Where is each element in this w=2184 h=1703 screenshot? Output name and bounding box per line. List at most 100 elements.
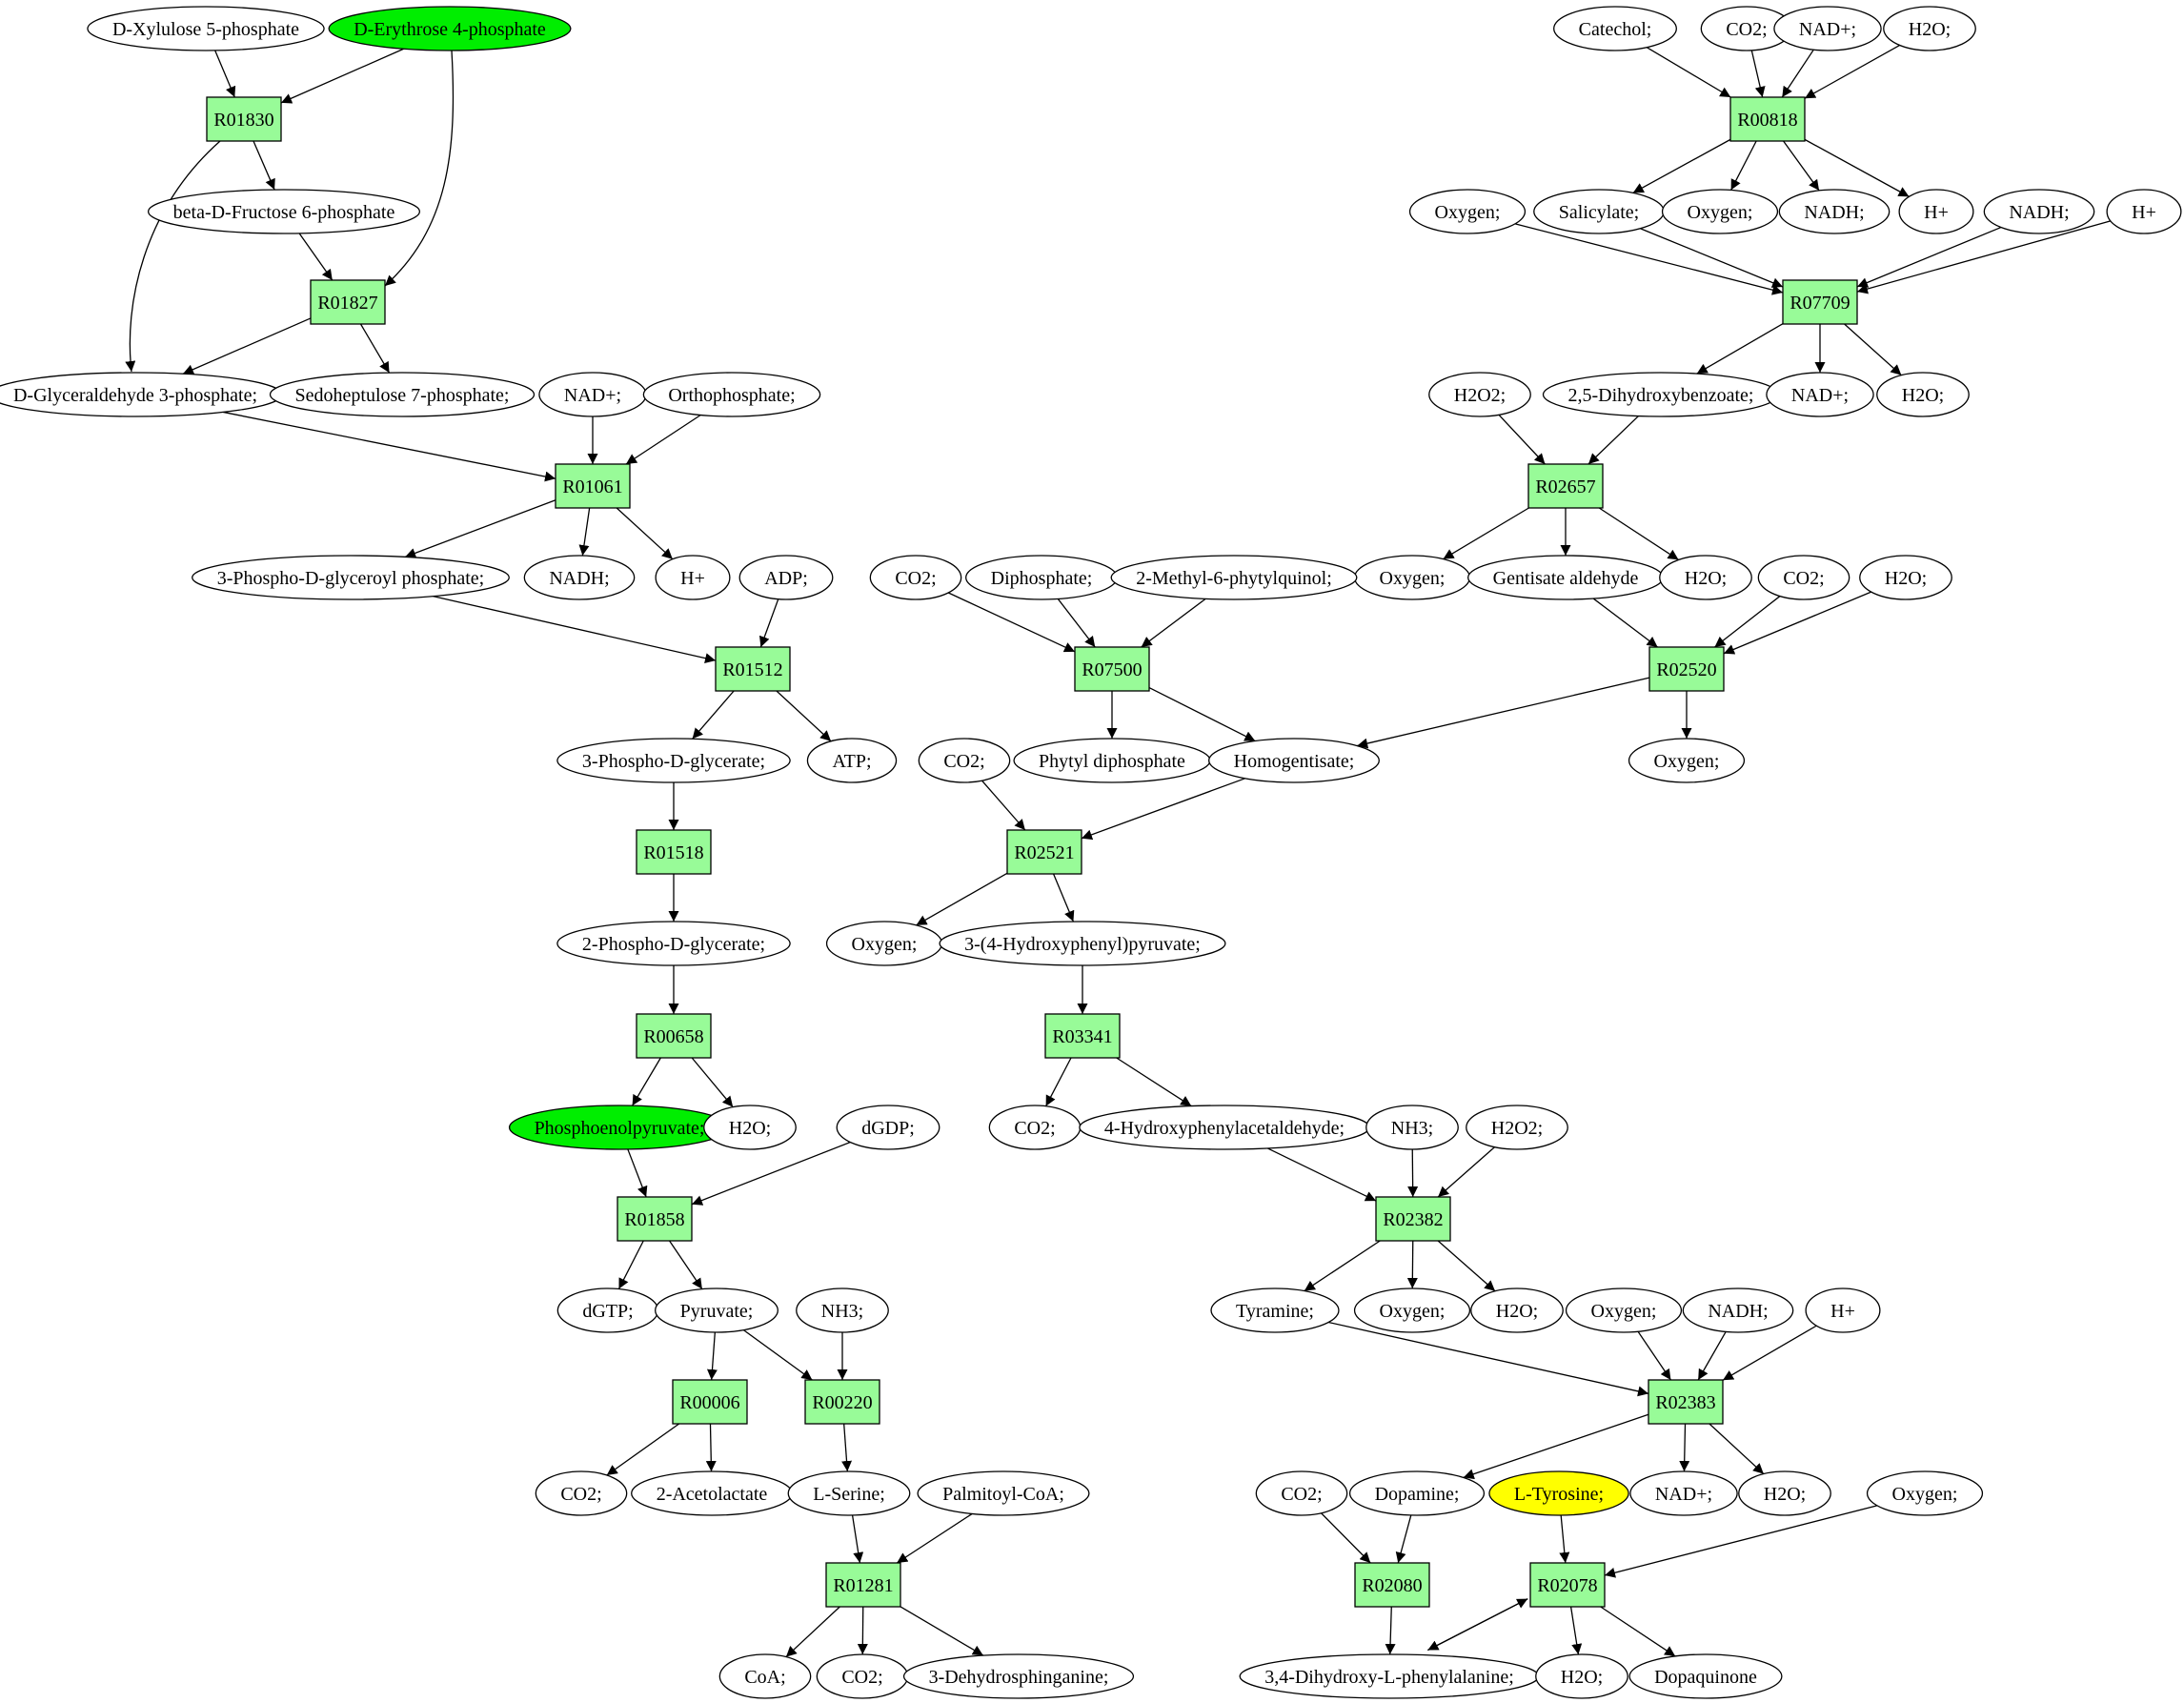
compound-node-pgp[interactable]: 3-Phospho-D-glyceroyl phosphate;	[192, 555, 510, 600]
reaction-node-r00220[interactable]: R00220	[804, 1379, 880, 1425]
compound-node-oxygen_a[interactable]: Oxygen;	[1408, 189, 1527, 234]
reaction-node-r02382[interactable]: R02382	[1375, 1196, 1451, 1242]
reaction-node-r03341[interactable]: R03341	[1044, 1013, 1121, 1059]
compound-node-oxygen_2520[interactable]: Oxygen;	[1628, 738, 1746, 783]
compound-node-nad_7709[interactable]: NAD+;	[1766, 372, 1874, 417]
compound-node-h2o_2382[interactable]: H2O;	[1470, 1287, 1564, 1333]
reaction-node-r01061[interactable]: R01061	[555, 463, 631, 509]
reaction-node-r02383[interactable]: R02383	[1648, 1379, 1724, 1425]
compound-label: Oxygen;	[1435, 202, 1501, 223]
compound-node-orthophos[interactable]: Orthophosphate;	[642, 372, 821, 417]
compound-node-nh3_220[interactable]: NH3;	[796, 1287, 889, 1333]
compound-node-nadh_1061[interactable]: NADH;	[523, 555, 636, 600]
reaction-node-r02078[interactable]: R02078	[1529, 1562, 1606, 1608]
compound-node-hpaa[interactable]: 4-Hydroxyphenylacetaldehyde;	[1079, 1105, 1370, 1150]
compound-node-pyruvate[interactable]: Pyruvate;	[655, 1287, 779, 1333]
reaction-node-r01518[interactable]: R01518	[636, 829, 712, 875]
compound-node-tyramine[interactable]: Tyramine;	[1210, 1287, 1340, 1333]
compound-node-dhb[interactable]: 2,5-Dihydroxybenzoate;	[1542, 372, 1780, 417]
compound-node-h2o_2078[interactable]: H2O;	[1535, 1653, 1628, 1699]
compound-node-pg2[interactable]: 2-Phospho-D-glycerate;	[556, 921, 791, 966]
compound-ellipse	[902, 1653, 1135, 1699]
compound-node-nh3_2382[interactable]: NH3;	[1365, 1105, 1459, 1150]
compound-node-nadh_2383[interactable]: NADH;	[1682, 1287, 1794, 1333]
compound-node-ldopa[interactable]: 3,4-Dihydroxy-L-phenylalanine;	[1239, 1653, 1540, 1699]
compound-node-h2o2_2382[interactable]: H2O2;	[1466, 1105, 1568, 1150]
compound-node-h2o_2383[interactable]: H2O;	[1738, 1470, 1831, 1516]
compound-node-h2o_818[interactable]: H2O;	[1883, 6, 1976, 51]
compound-node-acetolactate[interactable]: 2-Acetolactate	[631, 1470, 793, 1516]
compound-node-h2o2_2657[interactable]: H2O2;	[1428, 372, 1531, 417]
reaction-node-r02520[interactable]: R02520	[1648, 646, 1725, 692]
compound-node-lserine[interactable]: L-Serine;	[787, 1470, 911, 1516]
reaction-node-r01830[interactable]: R01830	[206, 96, 282, 142]
compound-node-h_7709[interactable]: H+	[2106, 189, 2182, 234]
compound-node-oxygen_2078[interactable]: Oxygen;	[1866, 1470, 1984, 1516]
compound-node-nad_2383[interactable]: NAD+;	[1629, 1470, 1738, 1516]
compound-node-h_2383[interactable]: H+	[1805, 1287, 1881, 1333]
compound-node-oxygen_2383[interactable]: Oxygen;	[1565, 1287, 1683, 1333]
compound-node-oxygen_2521[interactable]: Oxygen;	[825, 921, 943, 966]
compound-node-h2o_2657[interactable]: H2O;	[1659, 555, 1752, 600]
compound-node-nad_818[interactable]: NAD+;	[1773, 6, 1882, 51]
compound-node-dopaquinone[interactable]: Dopaquinone	[1628, 1653, 1783, 1699]
compound-node-phytyldp[interactable]: Phytyl diphosphate	[1013, 738, 1211, 783]
reaction-node-r00818[interactable]: R00818	[1729, 96, 1806, 142]
compound-node-h_818[interactable]: H+	[1898, 189, 1974, 234]
reaction-node-r01858[interactable]: R01858	[617, 1196, 693, 1242]
compound-node-pg3[interactable]: 3-Phospho-D-glycerate;	[556, 738, 791, 783]
compound-node-xylulose5p[interactable]: D-Xylulose 5-phosphate	[87, 6, 325, 51]
compound-node-erythrose4p[interactable]: D-Erythrose 4-phosphate	[328, 6, 572, 51]
compound-node-dgtp[interactable]: dGTP;	[556, 1287, 659, 1333]
compound-node-co2_1281[interactable]: CO2;	[816, 1653, 909, 1699]
compound-node-co2_3341[interactable]: CO2;	[988, 1105, 1082, 1150]
compound-node-co2_006[interactable]: CO2;	[535, 1470, 628, 1516]
compound-node-diphosphate[interactable]: Diphosphate;	[965, 555, 1118, 600]
reaction-node-r00658[interactable]: R00658	[636, 1013, 712, 1059]
compound-node-dehydrosph[interactable]: 3-Dehydrosphinganine;	[902, 1653, 1135, 1699]
reaction-node-r02080[interactable]: R02080	[1354, 1562, 1430, 1608]
compound-node-mpq[interactable]: 2-Methyl-6-phytylquinol;	[1110, 555, 1358, 600]
compound-node-palmitoylcoa[interactable]: Palmitoyl-CoA;	[917, 1470, 1090, 1516]
reaction-node-r07500[interactable]: R07500	[1074, 646, 1150, 692]
compound-node-co2_818[interactable]: CO2;	[1700, 6, 1793, 51]
compound-node-h2o_2520[interactable]: H2O;	[1859, 555, 1952, 600]
compound-node-oxygen_b[interactable]: Oxygen;	[1661, 189, 1779, 234]
compound-node-h2o_7709[interactable]: H2O;	[1876, 372, 1970, 417]
compound-node-nadh_7709[interactable]: NADH;	[1983, 189, 2095, 234]
compound-node-atp[interactable]: ATP;	[806, 738, 898, 783]
edge-R02382-to-oxygen_2382	[1406, 1240, 1418, 1289]
reaction-node-r07709[interactable]: R07709	[1782, 279, 1858, 325]
compound-node-h_1061[interactable]: H+	[655, 555, 731, 600]
compound-node-ltyrosine[interactable]: L-Tyrosine;	[1488, 1470, 1629, 1516]
reaction-node-r00006[interactable]: R00006	[672, 1379, 748, 1425]
compound-node-bfructose6p[interactable]: beta-D-Fructose 6-phosphate	[147, 189, 421, 234]
compound-node-g3p[interactable]: D-Glyceraldehyde 3-phosphate;	[0, 372, 283, 417]
reaction-node-r01827[interactable]: R01827	[310, 279, 386, 325]
compound-node-dopamine[interactable]: Dopamine;	[1348, 1470, 1486, 1516]
reaction-node-r01281[interactable]: R01281	[825, 1562, 901, 1608]
reaction-node-r01512[interactable]: R01512	[715, 646, 791, 692]
compound-node-oxygen_2657[interactable]: Oxygen;	[1353, 555, 1471, 600]
compound-node-adp[interactable]: ADP;	[738, 555, 834, 600]
reaction-node-r02521[interactable]: R02521	[1006, 829, 1082, 875]
compound-node-coa[interactable]: CoA;	[718, 1653, 812, 1699]
compound-node-pep[interactable]: Phosphoenolpyruvate;	[508, 1105, 731, 1150]
compound-node-gentisald[interactable]: Gentisate aldehyde	[1466, 555, 1665, 600]
compound-node-oxygen_2382[interactable]: Oxygen;	[1353, 1287, 1471, 1333]
compound-node-sedo7p[interactable]: Sedoheptulose 7-phosphate;	[269, 372, 536, 417]
compound-node-nadh_818[interactable]: NADH;	[1778, 189, 1891, 234]
compound-node-catechol[interactable]: Catechol;	[1553, 6, 1677, 51]
compound-node-co2_2521[interactable]: CO2;	[918, 738, 1011, 783]
compound-node-co2_2080[interactable]: CO2;	[1255, 1470, 1348, 1516]
compound-node-co2_2520[interactable]: CO2;	[1757, 555, 1850, 600]
compound-node-co2_7500[interactable]: CO2;	[869, 555, 962, 600]
compound-node-dgdp[interactable]: dGDP;	[836, 1105, 940, 1150]
compound-node-h2o_658[interactable]: H2O;	[703, 1105, 797, 1150]
compound-node-hpp[interactable]: 3-(4-Hydroxyphenyl)pyruvate;	[939, 921, 1226, 966]
compound-node-salicylate[interactable]: Salicylate;	[1533, 189, 1665, 234]
compound-node-nad_1061[interactable]: NAD+;	[538, 372, 647, 417]
compound-node-homogentisate[interactable]: Homogentisate;	[1208, 738, 1380, 783]
compound-label: CO2;	[560, 1484, 601, 1505]
reaction-node-r02657[interactable]: R02657	[1527, 463, 1604, 509]
